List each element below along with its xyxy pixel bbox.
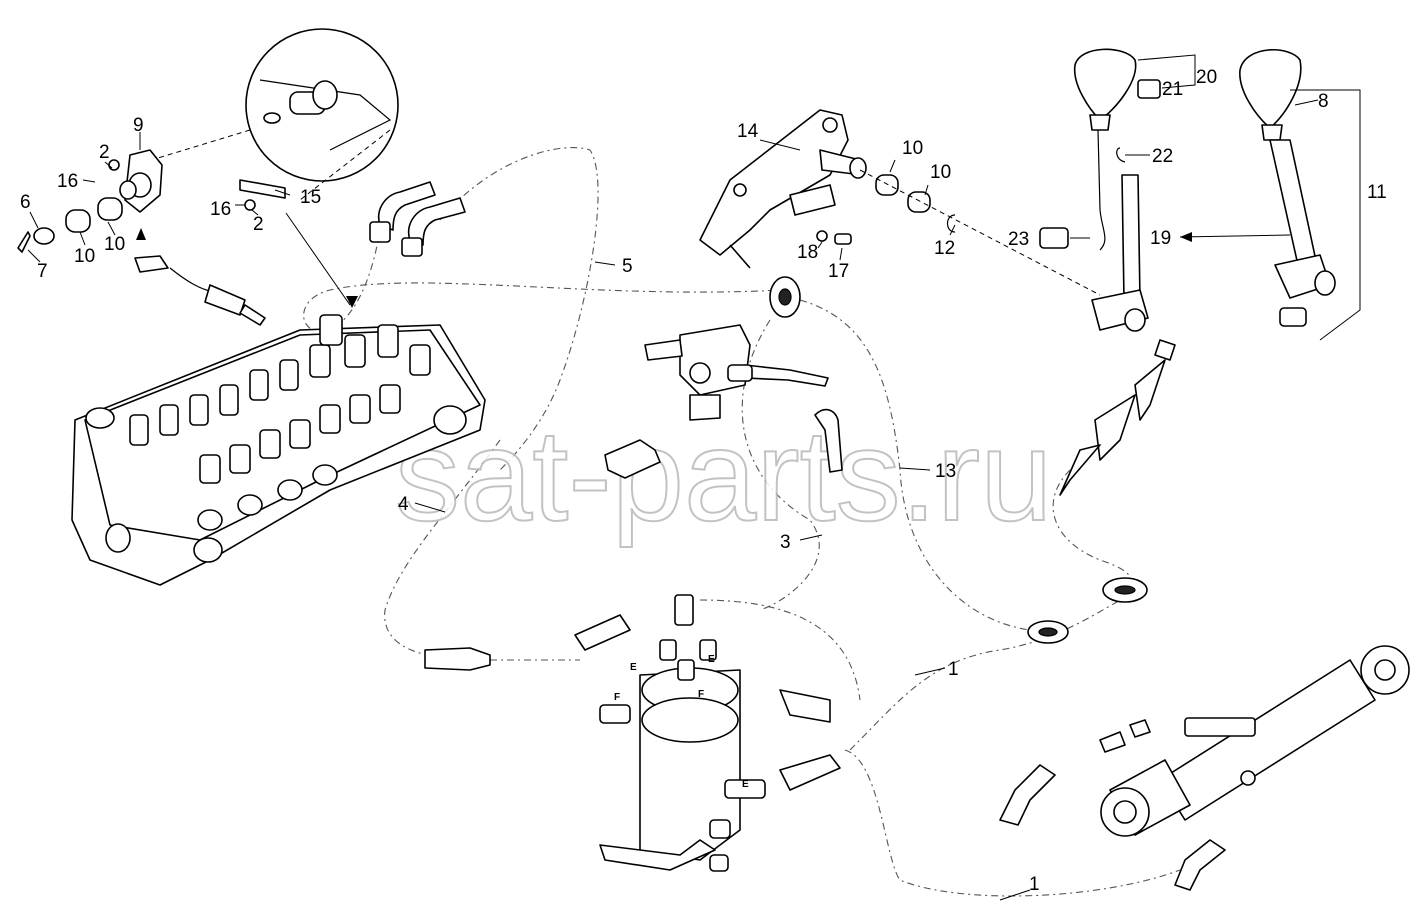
callout-1-lower: 1	[1029, 874, 1040, 895]
steering-valve: E E F F E	[424, 594, 841, 872]
hose-main-loop	[303, 229, 781, 333]
arrow-left-icon	[1180, 232, 1192, 242]
callout-1-upper: 1	[948, 659, 959, 680]
callout-6: 6	[20, 192, 31, 213]
leader-lines	[27, 54, 1361, 901]
valve-spools	[85, 314, 467, 563]
port-label-e-3: E	[742, 779, 749, 790]
hose-return	[699, 599, 861, 701]
callout-21: 21	[1162, 79, 1183, 100]
port-label-f-1: F	[614, 692, 620, 703]
arrow-up-icon	[136, 228, 146, 240]
port-label-e-2: E	[708, 654, 715, 665]
callout-11: 11	[1367, 182, 1387, 203]
callout-14: 14	[737, 121, 759, 142]
callout-3: 3	[780, 532, 791, 553]
control-valve-block	[71, 314, 486, 586]
watermark: sat-parts.ru	[395, 402, 1052, 548]
hydraulic-cylinder	[999, 645, 1410, 891]
callout-15: 15	[300, 187, 321, 208]
callout-22: 22	[1152, 146, 1173, 167]
grommets	[769, 276, 1148, 644]
port-label-e-1: E	[630, 662, 637, 673]
callout-7: 7	[37, 261, 48, 282]
hose-1-upper	[849, 594, 1131, 751]
callout-4: 4	[398, 494, 409, 515]
mounting-bracket	[699, 109, 1101, 296]
callout-10-b: 10	[104, 234, 125, 255]
hose-1-lower	[844, 749, 1181, 897]
detail-view	[134, 28, 399, 201]
callout-19: 19	[1150, 228, 1171, 249]
control-cable-right	[1059, 339, 1176, 496]
callout-2-right: 2	[253, 214, 264, 235]
callout-5: 5	[622, 256, 633, 277]
callout-10-d: 10	[930, 162, 951, 183]
callout-20: 20	[1196, 67, 1217, 88]
callout-18: 18	[797, 242, 818, 263]
callout-13: 13	[935, 461, 956, 482]
callout-10-c: 10	[902, 138, 923, 159]
callout-labels: 1 1 2 2 3 4 5 6 7 8 9 10 10 10 10 11 12 …	[20, 67, 1387, 895]
selector-valve	[604, 324, 843, 479]
control-cable-left	[134, 255, 266, 326]
port-label-f-2: F	[698, 689, 704, 700]
callout-2-left: 2	[99, 142, 110, 163]
control-lever-assembly	[1039, 48, 1336, 332]
callout-23: 23	[1008, 229, 1029, 250]
callout-12: 12	[934, 238, 955, 259]
hose-5	[439, 147, 599, 471]
arrow-down-icon	[346, 296, 358, 308]
callout-16-b: 16	[210, 199, 231, 220]
callout-16-a: 16	[57, 171, 78, 192]
pivot-bracket	[17, 149, 286, 253]
elbow-fittings	[369, 181, 466, 257]
callout-17: 17	[828, 261, 849, 282]
callout-8: 8	[1318, 91, 1329, 112]
callout-10-a: 10	[74, 246, 95, 267]
callout-9: 9	[133, 115, 144, 136]
